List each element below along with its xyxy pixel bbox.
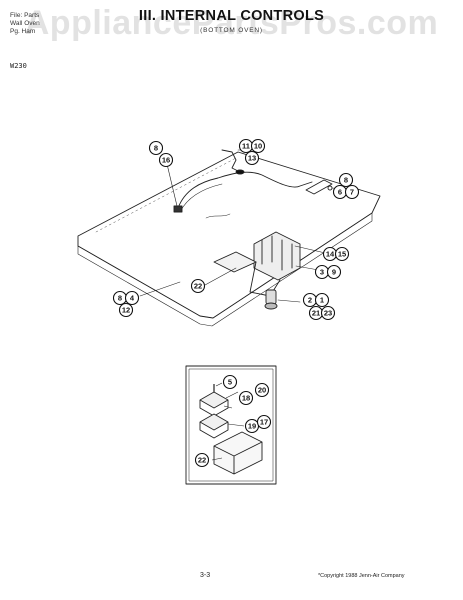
inset-part-lower	[199, 413, 229, 431]
model-number: W230	[10, 62, 27, 70]
callout-13: 13	[248, 154, 256, 163]
callout-23: 23	[324, 309, 332, 318]
callout-9: 9	[332, 268, 336, 277]
callout-7: 7	[350, 188, 354, 197]
callout-group: 8 16 11 10 13 8 6 7 14 15 3 9 22 8 4 12 …	[112, 138, 360, 468]
callout-8b: 8	[344, 176, 348, 185]
callout-21: 21	[312, 309, 320, 318]
capillary-tube	[177, 171, 313, 209]
header-line-3: Pg. Ham	[10, 28, 36, 35]
inset-cover	[213, 431, 263, 475]
callout-8a: 8	[154, 144, 158, 153]
inset-frame	[185, 365, 277, 485]
callout-2: 2	[308, 296, 312, 305]
clip	[173, 205, 183, 213]
callout-3: 3	[320, 268, 324, 277]
callout-15: 15	[338, 250, 346, 259]
callout-17: 17	[260, 418, 268, 427]
header-line-1: File: Parts	[10, 12, 40, 19]
inset-part-upper	[199, 391, 229, 409]
page-title: III. INTERNAL CONTROLS	[138, 8, 325, 24]
callout-8c: 8	[118, 294, 122, 303]
callout-19: 19	[248, 422, 256, 431]
copyright-notice: *Copyright 1988 Jenn-Air Company	[318, 573, 405, 579]
callout-14: 14	[326, 250, 335, 259]
page-number: 3-3	[200, 572, 211, 579]
callout-20: 20	[258, 386, 266, 395]
callout-5: 5	[228, 378, 232, 387]
callout-11: 11	[242, 142, 250, 151]
header-line-2: Wall Oven	[10, 20, 40, 27]
callout-12: 12	[122, 306, 130, 315]
callout-6: 6	[338, 188, 342, 197]
callout-4: 4	[130, 294, 135, 303]
knob-shaft	[265, 289, 277, 305]
bracket	[213, 251, 257, 273]
header-file-info: File: Parts Wall Oven Pg. Ham	[10, 12, 40, 36]
callout-16a: 16	[162, 156, 170, 165]
control-module	[253, 231, 301, 281]
callout-22b: 22	[198, 456, 206, 465]
callout-18: 18	[242, 394, 250, 403]
callout-22a: 22	[194, 282, 202, 291]
page-subtitle: (BOTTOM OVEN)	[200, 27, 263, 34]
callout-10: 10	[254, 142, 262, 151]
callout-1: 1	[320, 296, 324, 305]
